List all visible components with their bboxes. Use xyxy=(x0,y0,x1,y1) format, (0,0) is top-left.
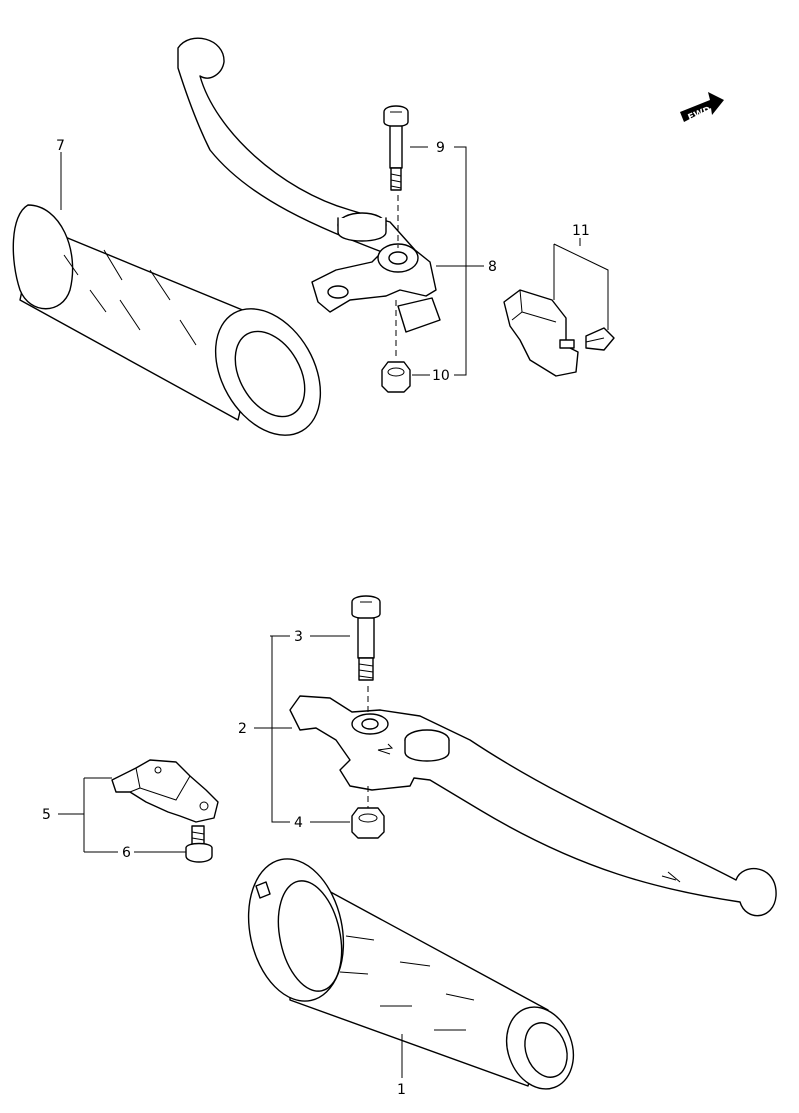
leader-lines xyxy=(58,146,609,1078)
switch-screw xyxy=(185,825,213,863)
callout-10: 10 xyxy=(432,368,450,384)
clutch-lever xyxy=(177,37,441,333)
brake-lever xyxy=(289,695,777,917)
nut-top xyxy=(381,361,411,393)
left-grip xyxy=(12,204,322,436)
callout-5: 5 xyxy=(42,807,51,823)
fwd-arrow-icon: FWD xyxy=(680,92,724,123)
clutch-switch xyxy=(503,289,615,377)
callout-4: 4 xyxy=(294,815,303,831)
callout-1: 1 xyxy=(397,1082,406,1098)
throttle-grip xyxy=(247,858,575,1090)
callout-8: 8 xyxy=(488,259,497,275)
pivot-bolt-bottom xyxy=(351,595,381,681)
callout-3: 3 xyxy=(294,629,303,645)
callout-11: 11 xyxy=(572,223,590,239)
brake-switch xyxy=(111,759,219,823)
callout-6: 6 xyxy=(122,845,131,861)
nut-bottom xyxy=(351,807,385,839)
pivot-bolt-top xyxy=(383,105,409,191)
callout-7: 7 xyxy=(56,138,65,154)
callout-2: 2 xyxy=(238,721,247,737)
callout-9: 9 xyxy=(436,140,445,156)
